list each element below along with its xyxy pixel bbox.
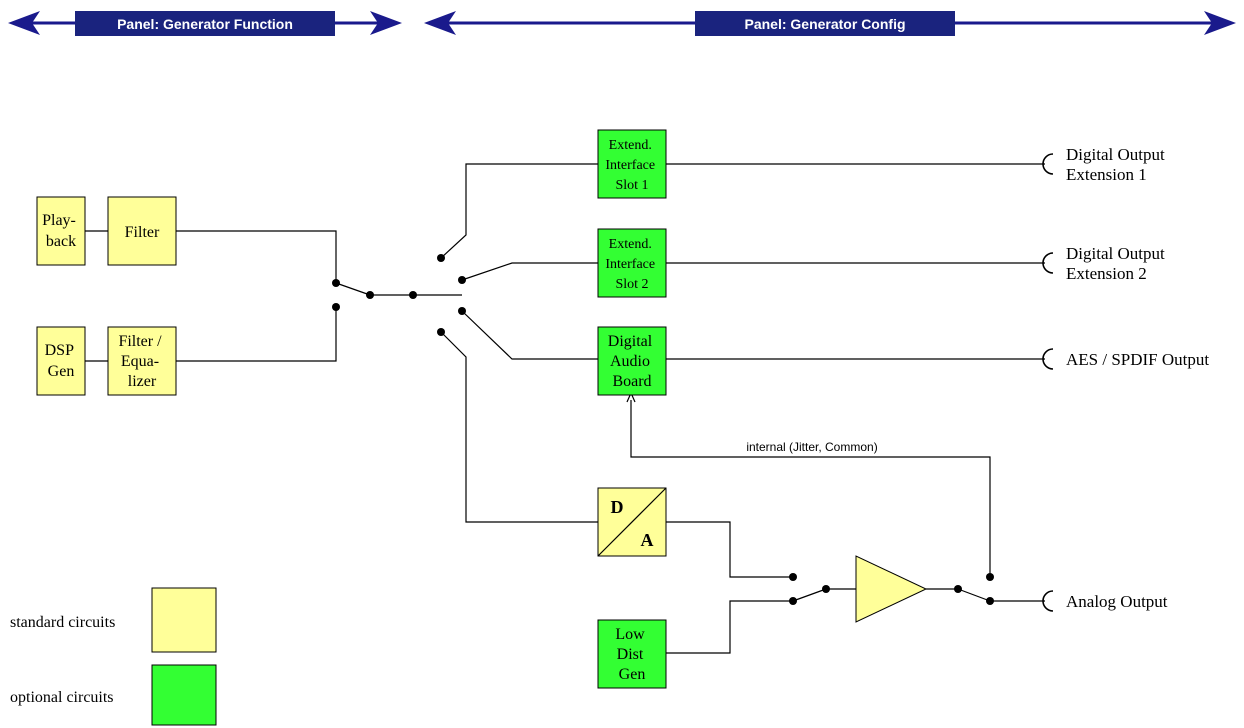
block-ext-slot2-label: Extend. Interface Slot 2 — [605, 237, 658, 292]
panel-config-header: Panel: Generator Config — [424, 11, 1236, 36]
wires — [85, 163, 1045, 654]
block-playback-label: Play- back — [42, 212, 80, 250]
block-filter-equalizer-label: Filter / Equa- lizer — [118, 333, 165, 390]
arrow-left-icon — [424, 11, 456, 35]
panel-config-box — [695, 11, 955, 36]
block-digital-audio-board: Digital Audio Board — [597, 326, 667, 396]
block-da-converter: D A — [597, 487, 667, 557]
da-label-d: D — [611, 497, 624, 517]
output-digital-ext2-label: Digital Output Extension 2 — [1066, 244, 1169, 283]
legend-standard-swatch — [151, 587, 217, 653]
block-ext-slot1-label: Extend. Interface Slot 1 — [605, 138, 658, 193]
switch-contacts — [332, 254, 994, 605]
block-extend-interface-slot-2: Extend. Interface Slot 2 — [597, 228, 667, 298]
block-filter-label: Filter — [125, 224, 160, 241]
block-extend-interface-slot-1: Extend. Interface Slot 1 — [597, 129, 667, 199]
panel-function-label: Panel: Generator Function — [117, 16, 293, 32]
amplifier-icon — [855, 555, 928, 623]
output-connectors — [1042, 153, 1054, 612]
panel-function-header: Panel: Generator Function — [8, 11, 402, 36]
da-label-a: A — [641, 530, 654, 550]
connector-icon — [1042, 590, 1054, 612]
legend-optional-label: optional circuits — [10, 689, 114, 706]
block-dsp-gen: DSP Gen — [36, 326, 86, 396]
connector-icon — [1042, 252, 1054, 274]
block-dsp-gen-label: DSP Gen — [45, 342, 78, 380]
block-low-dist-gen-label: Low Dist Gen — [615, 626, 648, 683]
arrow-right-icon — [370, 11, 402, 35]
block-playback: Play- back — [36, 196, 86, 266]
legend: standard circuits optional circuits — [10, 587, 217, 726]
internal-jitter-label: internal (Jitter, Common) — [746, 440, 877, 454]
arrow-right-icon — [1204, 11, 1236, 35]
panel-config-label: Panel: Generator Config — [744, 16, 905, 32]
block-digital-audio-board-label: Digital Audio Board — [608, 333, 656, 390]
connector-icon — [1042, 153, 1054, 175]
connector-icon — [1042, 348, 1054, 370]
block-low-dist-gen: Low Dist Gen — [597, 619, 667, 689]
output-digital-ext1-label: Digital Output Extension 1 — [1066, 145, 1169, 184]
block-filter: Filter — [107, 196, 177, 266]
panel-function-box — [75, 11, 335, 36]
output-analog-label: Analog Output — [1066, 592, 1168, 611]
arrow-left-icon — [8, 11, 40, 35]
output-aes-spdif-label: AES / SPDIF Output — [1066, 350, 1209, 369]
legend-optional-swatch — [151, 664, 217, 726]
block-filter-equalizer: Filter / Equa- lizer — [107, 326, 177, 396]
legend-standard-label: standard circuits — [10, 614, 115, 631]
